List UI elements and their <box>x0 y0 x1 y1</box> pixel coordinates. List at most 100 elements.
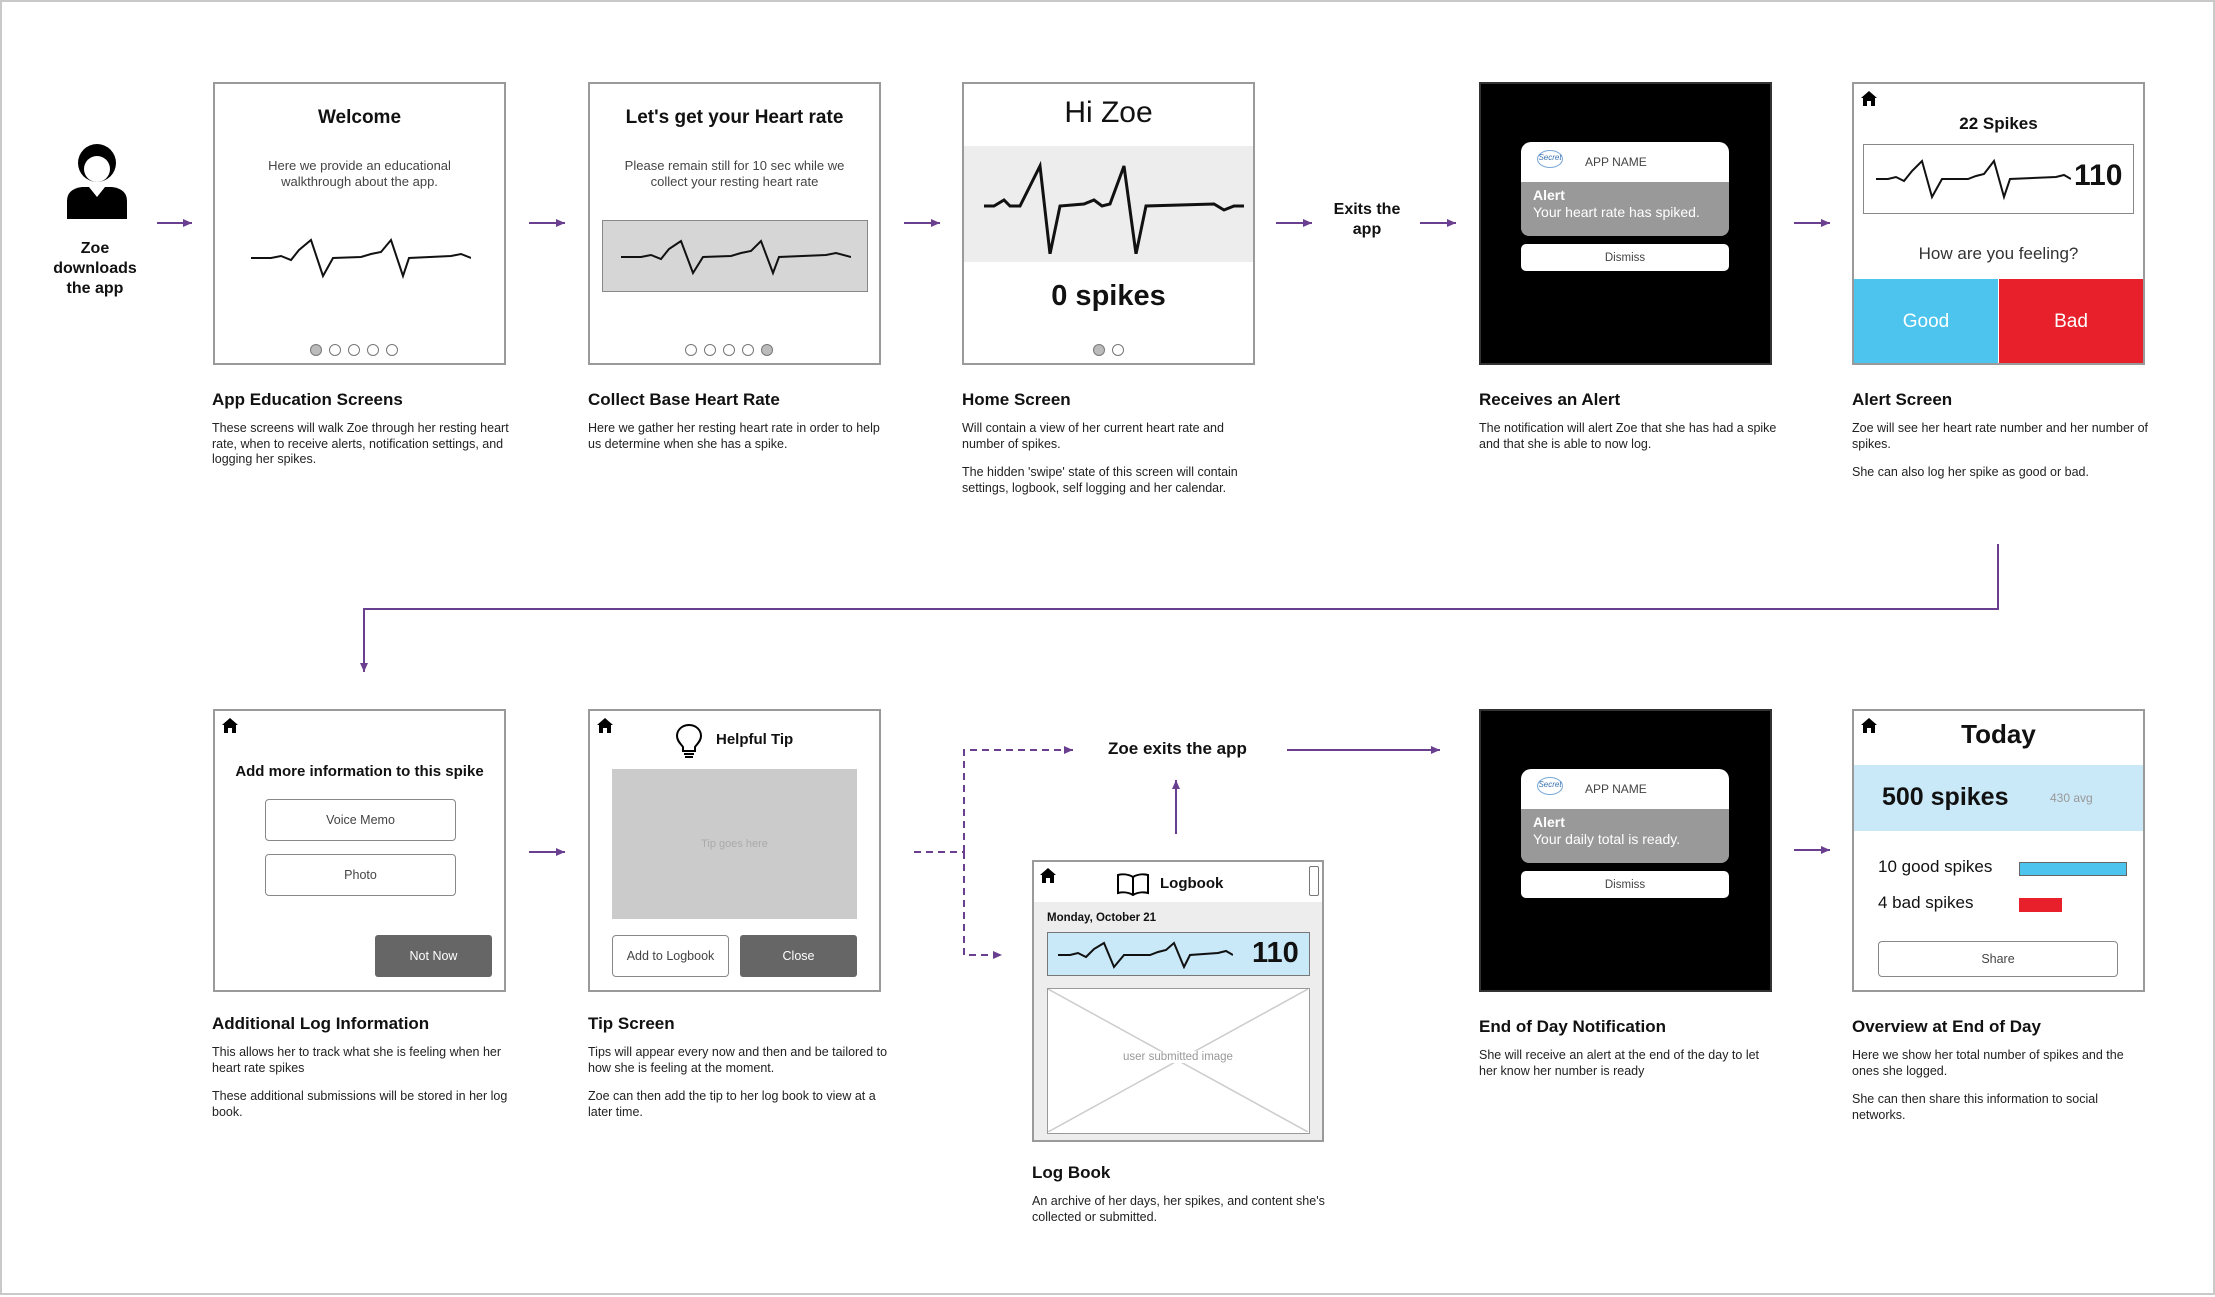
heart-rate-view <box>964 146 1253 262</box>
welcome-caption: These screens will walk Zoe through her … <box>212 421 509 466</box>
logbook-caption: An archive of her days, her spikes, and … <box>1032 1194 1325 1224</box>
user-image-label: user submitted image <box>1113 1051 1243 1063</box>
arrow-branch-exits <box>963 746 1073 852</box>
add-to-logbook-button[interactable]: Add to Logbook <box>612 935 729 977</box>
voice-memo-button[interactable]: Voice Memo <box>265 799 456 841</box>
alert-notif-caption-title: Receives an Alert <box>1479 390 1621 409</box>
overview-title: Today <box>1961 719 2036 749</box>
overview-caption-title: Overview at End of Day <box>1852 1017 2041 1036</box>
alert-spike-count: 22 Spikes <box>1959 114 2038 133</box>
logbook-entry[interactable]: 110 <box>1047 932 1310 976</box>
welcome-caption-title: App Education Screens <box>212 390 403 409</box>
average-spikes: 430 avg <box>2050 791 2093 805</box>
heartrate-caption: Here we gather her resting heart rate in… <box>588 421 880 451</box>
home-caption: Will contain a view of her current heart… <box>962 421 1238 495</box>
pagination-dots[interactable] <box>685 344 773 356</box>
heartrate-text: Please remain still for 10 sec while we … <box>624 158 845 189</box>
user-image-placeholder[interactable]: user submitted image <box>1047 988 1310 1134</box>
heartbeat-line <box>1876 158 2071 201</box>
notification-app-name: APP NAME <box>1585 155 1647 169</box>
eod-notification-screen: Secret APP NAME Alert Your daily total i… <box>1479 709 1772 992</box>
home-icon[interactable] <box>596 717 614 735</box>
more-info-caption-title: Additional Log Information <box>212 1014 430 1033</box>
tip-caption: Tips will appear every now and then and … <box>588 1045 888 1119</box>
home-icon[interactable] <box>1039 867 1057 885</box>
notification-title: Alert <box>1533 814 1565 830</box>
alert-screen: 22 Spikes 110 How are you feeling? Good … <box>1852 82 2145 365</box>
not-now-button[interactable]: Not Now <box>375 935 492 977</box>
home-greeting: Hi Zoe <box>1064 96 1153 129</box>
tip-caption-title: Tip Screen <box>588 1014 675 1033</box>
close-button[interactable]: Close <box>740 935 857 977</box>
logbook-caption-title: Log Book <box>1032 1163 1111 1182</box>
heartrate-screen: Let's get your Heart rate Please remain … <box>588 82 881 365</box>
home-icon[interactable] <box>1860 90 1878 108</box>
home-spikes: 0 spikes <box>1051 280 1166 312</box>
logbook-screen: Logbook Monday, October 21 110 user subm… <box>1032 860 1324 1142</box>
logbook-title: Logbook <box>1160 875 1224 892</box>
heartbeat-line <box>984 160 1244 254</box>
photo-button[interactable]: Photo <box>265 854 456 896</box>
tip-title: Helpful Tip <box>716 731 794 748</box>
bad-spikes-label: 4 bad spikes <box>1878 893 1974 912</box>
bad-spikes-bar <box>2019 898 2062 912</box>
heartrate-caption-title: Collect Base Heart Rate <box>588 390 780 409</box>
good-button[interactable]: Good <box>1854 279 1998 363</box>
eod-caption-title: End of Day Notification <box>1479 1017 1666 1036</box>
user-icon <box>67 144 127 219</box>
brand-logo-icon: Secret <box>1537 777 1563 795</box>
notification-body: Alert Your daily total is ready. <box>1521 799 1729 863</box>
dismiss-button[interactable]: Dismiss <box>1521 871 1729 898</box>
brand-logo-icon: Secret <box>1537 150 1563 168</box>
home-icon[interactable] <box>221 717 239 735</box>
more-info-caption: This allows her to track what she is fee… <box>212 1045 508 1119</box>
logbook-content: Monday, October 21 110 user submitted im… <box>1034 902 1322 1140</box>
more-info-screen: Add more information to this spike Voice… <box>213 709 506 992</box>
more-info-title: Add more information to this spike <box>235 763 484 780</box>
overview-caption: Here we show her total number of spikes … <box>1852 1048 2124 1122</box>
notification-app-name: APP NAME <box>1585 782 1647 796</box>
total-spikes-panel: 500 spikes 430 avg <box>1854 765 2143 831</box>
feeling-question: How are you feeling? <box>1918 244 2079 263</box>
notification-text: Your heart rate has spiked. <box>1533 204 1700 220</box>
welcome-screen: Welcome Here we provide an educational w… <box>213 82 506 365</box>
pagination-dots[interactable] <box>1093 344 1124 356</box>
notification-card[interactable]: Secret APP NAME Alert Your daily total i… <box>1521 769 1729 898</box>
total-spikes: 500 spikes <box>1882 783 2009 811</box>
tip-screen: Helpful Tip Tip goes here Add to Logbook… <box>588 709 881 992</box>
notification-title: Alert <box>1533 187 1565 203</box>
share-button[interactable]: Share <box>1878 941 2118 977</box>
notification-text: Your daily total is ready. <box>1533 831 1681 847</box>
good-spikes-label: 10 good spikes <box>1878 857 1993 876</box>
open-book-icon <box>1117 873 1149 896</box>
notification-card[interactable]: Secret APP NAME Alert Your heart rate ha… <box>1521 142 1729 271</box>
scrollbar[interactable] <box>1309 866 1319 896</box>
home-icon[interactable] <box>1860 717 1878 735</box>
heartbeat-line <box>621 239 851 276</box>
heartrate-title: Let's get your Heart rate <box>625 107 844 128</box>
user-label: Zoe downloads the app <box>53 240 137 297</box>
tip-placeholder: Tip goes here <box>612 769 857 919</box>
heartbeat-line <box>1058 941 1233 969</box>
welcome-text: Here we provide an educational walkthrou… <box>268 158 451 189</box>
good-spikes-bar <box>2019 862 2127 876</box>
welcome-title: Welcome <box>317 107 402 128</box>
dismiss-button[interactable]: Dismiss <box>1521 244 1729 271</box>
heartbeat-line <box>251 237 471 280</box>
logbook-rate: 110 <box>1252 937 1299 969</box>
eod-caption: She will receive an alert at the end of … <box>1479 1048 1760 1078</box>
alert-notif-caption: The notification will alert Zoe that she… <box>1479 421 1777 451</box>
heartrate-panel <box>602 220 868 292</box>
bad-button[interactable]: Bad <box>1999 279 2143 363</box>
home-caption-title: Home Screen <box>962 390 1071 409</box>
alert-screen-caption-title: Alert Screen <box>1852 390 1953 409</box>
notification-body: Alert Your heart rate has spiked. <box>1521 172 1729 236</box>
overview-screen: Today 500 spikes 430 avg 10 good spikes … <box>1852 709 2145 992</box>
zoe-exits-label: Zoe exits the app <box>1108 739 1247 758</box>
alert-notification-screen: Secret APP NAME Alert Your heart rate ha… <box>1479 82 1772 365</box>
pagination-dots[interactable] <box>310 344 398 356</box>
exits-app-label: Exits the app <box>1333 201 1401 238</box>
heart-rate-panel: 110 <box>1863 144 2134 214</box>
